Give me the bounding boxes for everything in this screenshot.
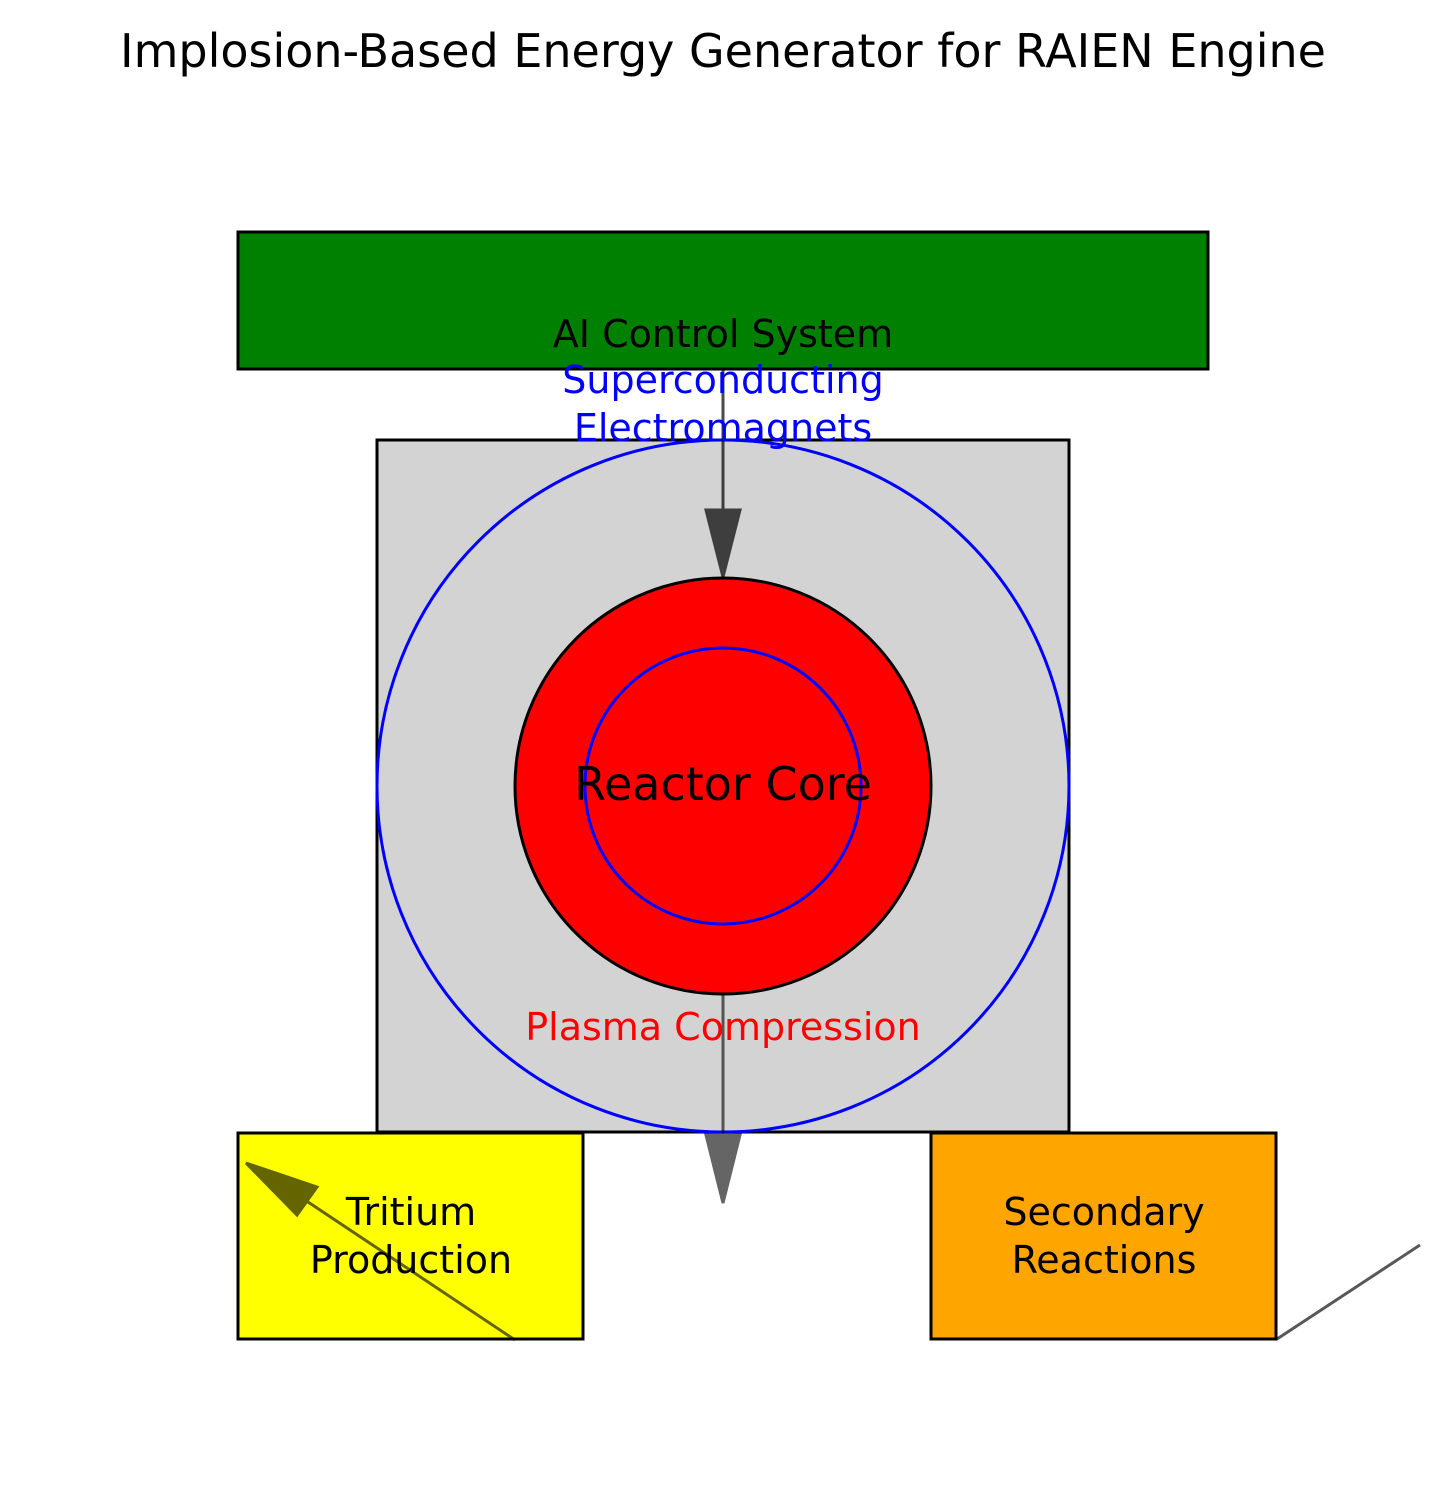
arrow-secondary-out — [1276, 1243, 1421, 1341]
diagram-title: Implosion-Based Energy Generator for RAI… — [120, 24, 1326, 78]
arrow-control-to-core — [704, 370, 742, 578]
tritium-label-line2: Production — [310, 1238, 512, 1282]
inner-plasma-ring — [583, 646, 863, 926]
ai-control-label: AI Control System — [553, 312, 893, 356]
tritium-box — [236, 1131, 585, 1341]
ai-control-box — [236, 230, 1210, 371]
electromagnets-label-line1: Superconducting — [562, 358, 883, 402]
secondary-label-line1: Secondary — [1003, 1190, 1204, 1234]
reactor-core-label: Reactor Core — [574, 757, 872, 811]
arrow-tritium — [244, 1161, 516, 1342]
plasma-compression-label: Plasma Compression — [525, 1005, 921, 1049]
reactor-core — [513, 576, 933, 996]
secondary-box — [929, 1131, 1278, 1341]
arrow-core-to-output — [704, 995, 742, 1204]
tritium-label-line1: Tritium — [345, 1190, 476, 1234]
electromagnets-label-line2: Electromagnets — [574, 406, 872, 450]
secondary-label-line2: Reactions — [1012, 1238, 1197, 1282]
